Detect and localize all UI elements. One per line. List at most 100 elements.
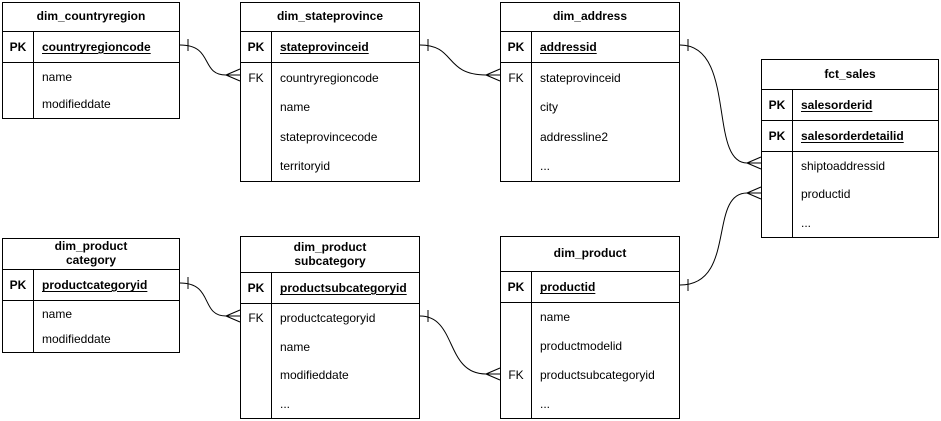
field-name: addressid: [540, 40, 597, 54]
entity-title: dim_address: [501, 3, 679, 32]
field-name: productsubcategoryid: [540, 367, 655, 382]
field-name: modifieddate: [280, 368, 349, 383]
field-row-salesorderid: PK salesorderid: [762, 90, 938, 121]
field-row-countryregioncode: FK countryregioncode: [241, 63, 419, 93]
field-row-ellipsis: ...: [762, 208, 938, 237]
field-row-name: name: [241, 92, 419, 122]
field-row-productcategoryid: PK productcategoryid: [3, 270, 179, 301]
field-row-productsubcategoryid: FK productsubcategoryid: [501, 360, 679, 390]
key-cell: [762, 180, 793, 209]
crow-foot-icon: [746, 186, 762, 200]
entity-dim_address[interactable]: dim_address PK addressid FK stateprovinc…: [500, 2, 680, 182]
field-name: stateprovinceid: [280, 40, 369, 54]
field-row-name: name: [3, 63, 179, 91]
relationship-address-fctsales[interactable]: [679, 39, 762, 170]
key-cell: [501, 303, 532, 332]
entity-rows: PK salesorderid PK salesorderdetailid sh…: [762, 90, 938, 237]
field-name: territoryid: [280, 159, 331, 174]
field-row-name: name: [501, 303, 679, 332]
crow-foot-icon: [485, 68, 501, 82]
field-name: name: [42, 306, 73, 321]
relationship-subcategory-product[interactable]: [419, 310, 501, 381]
entity-rows: PK countryregioncode name modifieddate: [3, 32, 179, 118]
key-cell: [241, 389, 272, 418]
relationship-line: [179, 282, 227, 317]
key-cell: [501, 122, 532, 152]
relationship-product-fctsales[interactable]: [679, 186, 762, 291]
pk-badge: PK: [501, 272, 532, 302]
relationship-line: [419, 315, 487, 375]
entity-fct_sales[interactable]: fct_sales PK salesorderid PK salesorderd…: [761, 59, 939, 238]
field-name: stateprovinceid: [540, 70, 621, 85]
field-name: name: [280, 339, 311, 354]
field-name: countryregioncode: [280, 70, 379, 85]
field-name: productsubcategoryid: [280, 281, 407, 295]
relationship-category-subcategory[interactable]: [179, 277, 241, 323]
entity-title: dim_stateprovince: [241, 3, 419, 32]
field-name: shiptoaddressid: [801, 159, 886, 174]
fk-badge: FK: [241, 304, 272, 333]
key-cell: [501, 92, 532, 122]
field-name: name: [280, 100, 311, 115]
field-name: addressline2: [540, 129, 609, 144]
field-row-territoryid: territoryid: [241, 151, 419, 181]
fk-badge: FK: [501, 63, 532, 93]
field-row-productid: PK productid: [501, 272, 679, 303]
relationship-line: [179, 44, 227, 76]
field-name: productcategoryid: [42, 278, 148, 292]
key-cell: [241, 361, 272, 390]
crow-foot-icon: [225, 68, 241, 82]
entity-rows: PK productcategoryid name modifieddate: [3, 270, 179, 352]
field-row-productsubcategoryid: PK productsubcategoryid: [241, 273, 419, 304]
field-name: modifieddate: [42, 97, 111, 112]
entity-rows: PK addressid FK stateprovinceid city add…: [501, 32, 679, 181]
entity-dim_stateprovince[interactable]: dim_stateprovince PK stateprovinceid FK …: [240, 2, 420, 182]
entity-dim_countryregion[interactable]: dim_countryregion PK countryregioncode n…: [2, 2, 180, 119]
entity-dim_productcategory[interactable]: dim_product category PK productcategoryi…: [2, 238, 180, 353]
relationship-countryregion-stateprovince[interactable]: [179, 39, 241, 82]
field-row-modifieddate: modifieddate: [241, 361, 419, 390]
entity-rows: PK productid name productmodelid FK prod…: [501, 272, 679, 418]
entity-title: dim_product subcategory: [241, 237, 419, 273]
field-name: salesorderdetailid: [801, 129, 904, 143]
pk-badge: PK: [501, 32, 532, 62]
pk-badge: PK: [241, 32, 272, 62]
key-cell: [3, 90, 34, 118]
field-row-addressid: PK addressid: [501, 32, 679, 63]
field-name: stateprovincecode: [280, 129, 378, 144]
field-row-salesorderdetailid: PK salesorderdetailid: [762, 121, 938, 152]
field-name: countryregioncode: [42, 40, 151, 54]
field-name: city: [540, 100, 558, 115]
field-row-name: name: [241, 332, 419, 361]
field-row-modifieddate: modifieddate: [3, 90, 179, 118]
field-row-productcategoryid: FK productcategoryid: [241, 304, 419, 333]
fk-badge: FK: [501, 360, 532, 390]
field-row-shiptoaddressid: shiptoaddressid: [762, 152, 938, 181]
entity-title: dim_product category: [3, 239, 179, 270]
fk-badge: FK: [241, 63, 272, 93]
crow-foot-icon: [746, 156, 762, 170]
relationship-stateprovince-address[interactable]: [419, 39, 501, 82]
field-name: ...: [540, 159, 551, 174]
entity-title: dim_countryregion: [3, 3, 179, 32]
pk-badge: PK: [762, 121, 793, 151]
pk-badge: PK: [3, 32, 34, 62]
field-row-addressline2: addressline2: [501, 122, 679, 152]
key-cell: [762, 208, 793, 237]
field-row-name: name: [3, 301, 179, 327]
key-cell: [241, 92, 272, 122]
field-row-ellipsis: ...: [501, 151, 679, 181]
entity-dim_product[interactable]: dim_product PK productid name productmod…: [500, 236, 680, 419]
entity-rows: PK productsubcategoryid FK productcatego…: [241, 273, 419, 418]
entity-dim_productsubcategory[interactable]: dim_product subcategory PK productsubcat…: [240, 236, 420, 419]
field-row-stateprovincecode: stateprovincecode: [241, 122, 419, 152]
field-name: name: [540, 310, 571, 325]
key-cell: [501, 389, 532, 418]
pk-badge: PK: [3, 270, 34, 300]
pk-badge: PK: [762, 90, 793, 120]
key-cell: [241, 151, 272, 181]
field-name: productid: [540, 280, 596, 294]
crow-foot-icon: [485, 367, 501, 381]
pk-badge: PK: [241, 273, 272, 303]
